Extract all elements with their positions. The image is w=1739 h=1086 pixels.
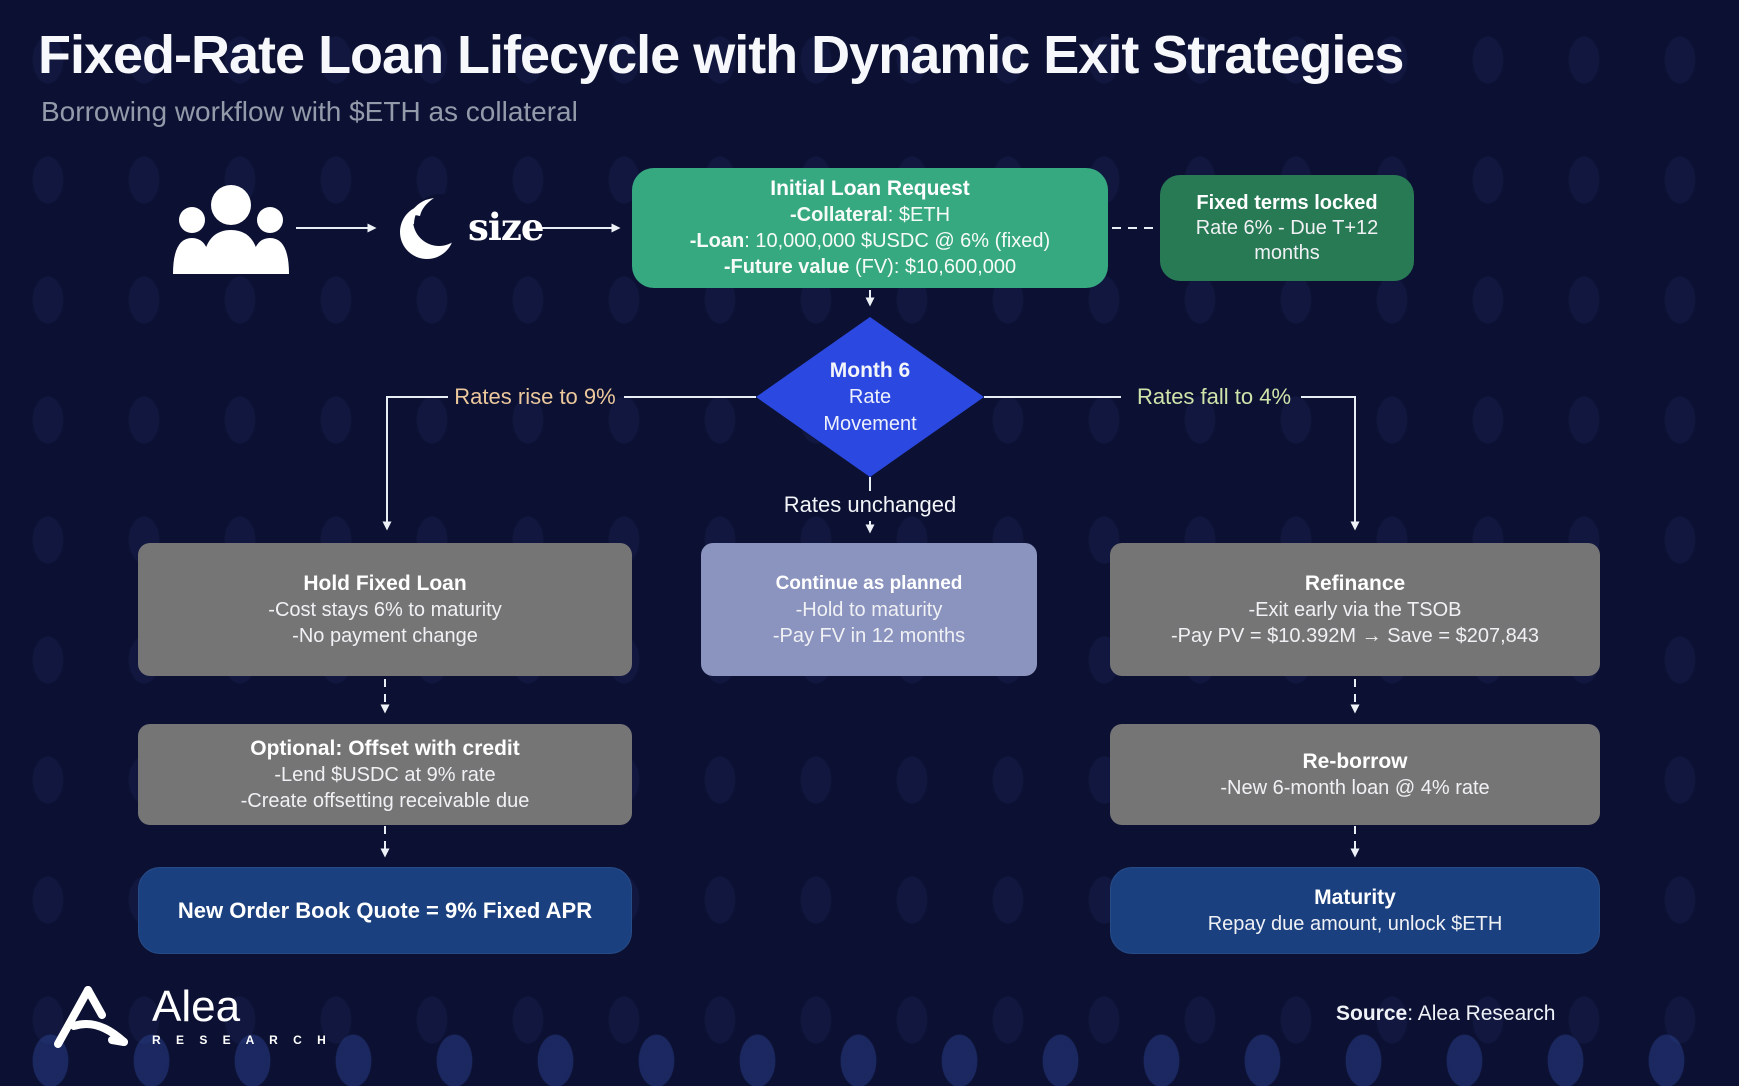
node-hold-fixed-loan: Hold Fixed Loan -Cost stays 6% to maturi… bbox=[138, 543, 632, 676]
node-line: -Collateral: $ETH bbox=[789, 204, 951, 226]
node-line: -Lend $USDC at 9% rate bbox=[274, 763, 496, 786]
source-label: Source bbox=[1336, 1002, 1408, 1025]
alea-logo-mark bbox=[54, 986, 128, 1048]
node-fixed-terms-locked: Fixed terms locked Rate 6% - Due T+12 mo… bbox=[1160, 175, 1414, 281]
node-line: -Create offsetting receivable due bbox=[240, 789, 530, 812]
node-line: -Pay FV in 12 months bbox=[772, 624, 966, 647]
node-continue-as-planned: Continue as planned -Hold to maturity -P… bbox=[701, 543, 1037, 676]
node-title: Initial Loan Request bbox=[770, 177, 970, 200]
edge-label-rates-fall: Rates fall to 4% bbox=[1136, 384, 1292, 409]
decision-title: Month 6 bbox=[829, 358, 911, 382]
node-title: Hold Fixed Loan bbox=[303, 571, 467, 595]
node-line: -Cost stays 6% to maturity bbox=[268, 598, 502, 621]
decision-line: Rate bbox=[848, 385, 892, 408]
edge-label-rates-rise: Rates rise to 9% bbox=[454, 384, 616, 409]
edge-label-rates-unchanged: Rates unchanged bbox=[783, 492, 957, 517]
decision-line: Movement bbox=[823, 412, 917, 435]
node-offset-with-credit: Optional: Offset with credit -Lend $USDC… bbox=[138, 724, 632, 825]
alea-logo-text: Alea bbox=[152, 982, 241, 1031]
node-line: -Future value (FV): $10,600,000 bbox=[723, 256, 1017, 278]
alea-logo: Alea R E S E A R C H bbox=[52, 982, 332, 1050]
node-line: -Loan: 10,000,000 $USDC @ 6% (fixed) bbox=[689, 230, 1051, 252]
node-body: Rate 6% - Due T+12 months bbox=[1195, 216, 1379, 264]
source-note: Source: Alea Research bbox=[1336, 1002, 1555, 1026]
page-title: Fixed-Rate Loan Lifecycle with Dynamic E… bbox=[38, 25, 1404, 85]
node-refinance: Refinance -Exit early via the TSOB -Pay … bbox=[1110, 543, 1600, 676]
node-re-borrow: Re-borrow -New 6-month loan @ 4% rate bbox=[1110, 724, 1600, 825]
node-line: -Pay PV = $10.392M → Save = $207,843 bbox=[1170, 624, 1540, 647]
people-group-icon bbox=[173, 185, 289, 274]
node-line: -New 6-month loan @ 4% rate bbox=[1220, 776, 1490, 799]
size-logo-text: size bbox=[468, 205, 544, 249]
alea-logo-subtext: R E S E A R C H bbox=[152, 1033, 332, 1047]
node-new-order-book-quote: New Order Book Quote = 9% Fixed APR bbox=[138, 867, 632, 954]
size-crescent-icon bbox=[400, 194, 460, 259]
node-initial-loan-request: Initial Loan Request -Collateral: $ETH -… bbox=[632, 168, 1108, 288]
node-body: Repay due amount, unlock $ETH bbox=[1207, 912, 1503, 935]
page-subtitle: Borrowing workflow with $ETH as collater… bbox=[41, 96, 578, 127]
node-title: Refinance bbox=[1304, 571, 1406, 595]
source-value: : Alea Research bbox=[1407, 1002, 1556, 1025]
node-line: -Hold to maturity bbox=[795, 598, 943, 621]
node-line: -No payment change bbox=[292, 624, 478, 647]
node-title: New Order Book Quote = 9% Fixed APR bbox=[177, 897, 593, 923]
node-title: Maturity bbox=[1314, 885, 1396, 909]
node-maturity: Maturity Repay due amount, unlock $ETH bbox=[1110, 867, 1600, 954]
node-title: Re-borrow bbox=[1302, 749, 1408, 773]
node-line: -Exit early via the TSOB bbox=[1248, 598, 1462, 621]
decision-month6-rate-movement: Month 6 Rate Movement bbox=[756, 317, 984, 477]
node-title: Optional: Offset with credit bbox=[250, 736, 520, 760]
node-title: Fixed terms locked bbox=[1196, 191, 1378, 214]
node-title: Continue as planned bbox=[775, 572, 963, 594]
size-logo: size bbox=[396, 192, 544, 262]
